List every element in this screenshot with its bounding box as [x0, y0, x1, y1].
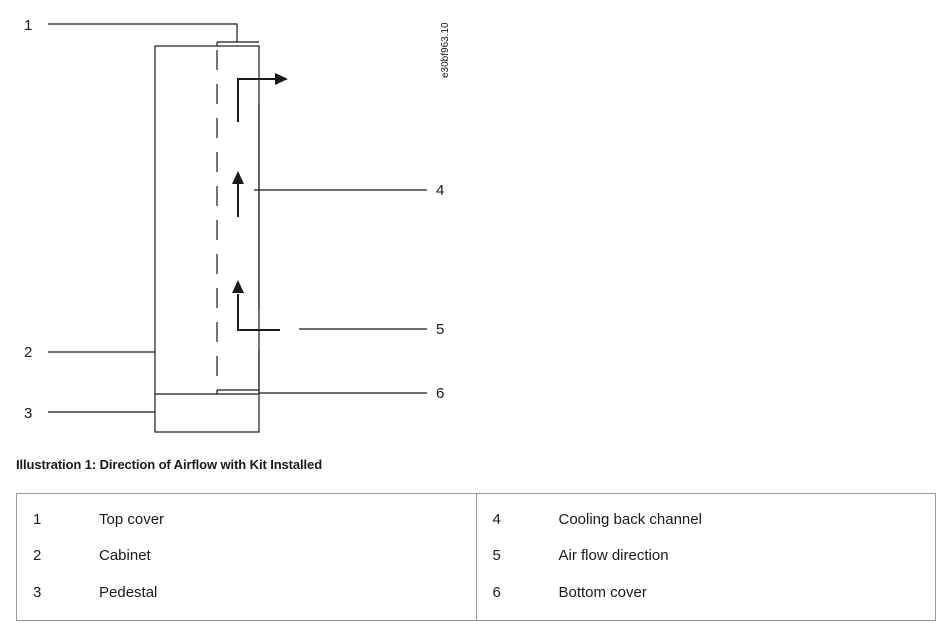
airflow-arrow-lower [237, 294, 280, 331]
legend-number: 5 [492, 547, 501, 564]
callout-4: 4 [436, 182, 444, 199]
arrowhead-lower-icon [232, 280, 244, 293]
legend-label: Air flow direction [558, 547, 669, 564]
legend-label: Pedestal [99, 584, 158, 601]
legend-label: Cooling back channel [558, 511, 702, 528]
legend-row: 4 Cooling back channel [477, 510, 936, 530]
legend-number: 4 [492, 511, 501, 528]
reference-code: e30bf963.10 [440, 22, 451, 78]
callout-6: 6 [436, 385, 444, 402]
legend-row: 3 Pedestal [17, 583, 476, 603]
legend-label: Cabinet [99, 547, 151, 564]
airflow-arrow-top [237, 78, 276, 122]
figure-caption: Illustration 1: Direction of Airflow wit… [16, 457, 323, 472]
cabinet-outline [154, 45, 260, 433]
leader-line-1 [48, 23, 238, 42]
callout-1: 1 [24, 17, 32, 34]
legend-number: 6 [492, 584, 501, 601]
legend-row: 6 Bottom cover [477, 583, 936, 603]
callout-3: 3 [24, 405, 32, 422]
legend-number: 2 [33, 547, 42, 564]
legend-row: 2 Cabinet [17, 546, 476, 566]
legend-label: Top cover [99, 511, 165, 528]
legend-number: 1 [33, 511, 42, 528]
legend-column-right: 4 Cooling back channel 5 Air flow direct… [475, 494, 936, 620]
legend-column-left: 1 Top cover 2 Cabinet 3 Pedestal [17, 494, 476, 620]
legend-number: 3 [33, 584, 42, 601]
airflow-diagram: 1 2 3 4 5 6 e30bf963.10 [24, 17, 451, 433]
arrowhead-middle-icon [232, 171, 244, 184]
legend-label: Bottom cover [558, 584, 647, 601]
legend-row: 1 Top cover [17, 510, 476, 530]
legend-row: 5 Air flow direction [477, 546, 936, 566]
legend-table: 1 Top cover 2 Cabinet 3 Pedestal 4 Cooli… [16, 493, 936, 621]
callout-5: 5 [436, 321, 444, 338]
callout-2: 2 [24, 344, 32, 361]
arrowhead-top-icon [275, 73, 288, 85]
